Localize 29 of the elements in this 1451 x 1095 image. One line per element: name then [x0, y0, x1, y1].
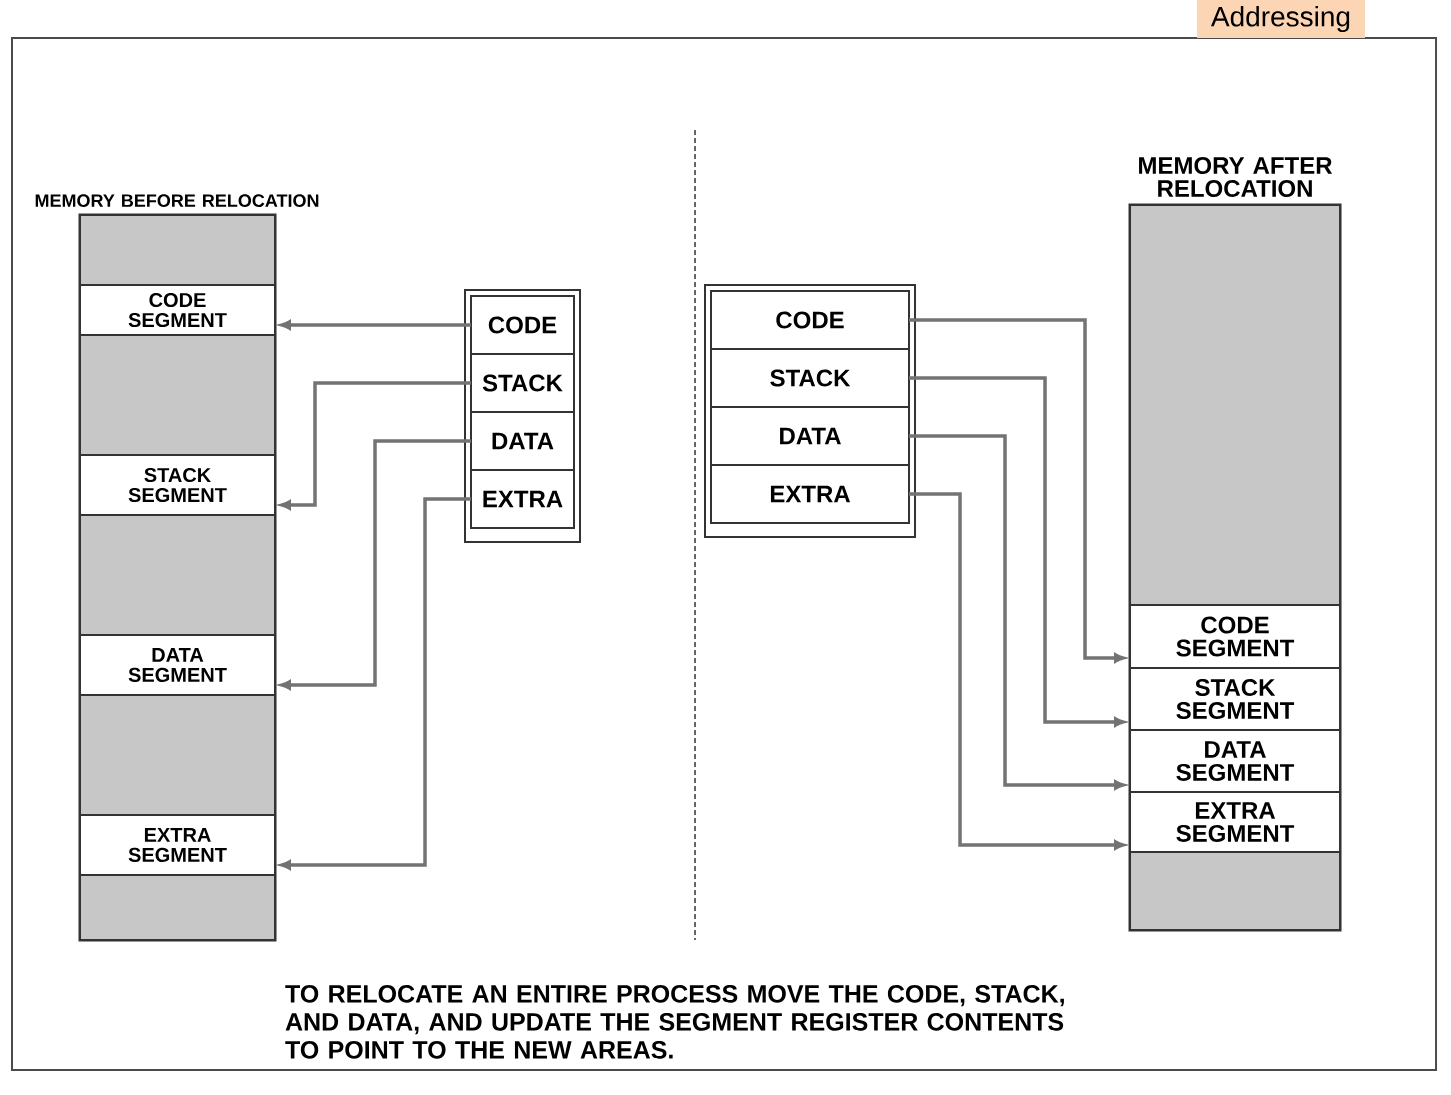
register-row: DATA [470, 411, 575, 471]
caption: TO RELOCATE AN ENTIRE PROCESS MOVE THE CODE, STACK, AND DATA, AND UPDATE THE SEGMENT REGISTER CONTENTS TO POINT TO THE NEW AREAS. [285, 985, 1064, 1059]
hatched-area [1129, 204, 1341, 606]
register-box [464, 289, 581, 543]
segment-box: DATA SEGMENT [79, 634, 276, 696]
segment-box: CODE SEGMENT [79, 284, 276, 336]
hatched-area [79, 334, 276, 456]
segment-box: EXTRA SEGMENT [1129, 791, 1341, 853]
hatched-area [79, 874, 276, 941]
hatched-area [79, 694, 276, 816]
register-row: CODE [470, 295, 575, 355]
segment-box: STACK SEGMENT [1129, 667, 1341, 731]
hatched-area [1129, 851, 1341, 931]
register-row: CODE [710, 290, 910, 350]
segment-box: CODE SEGMENT [1129, 604, 1341, 669]
register-row: STACK [710, 348, 910, 408]
segment-box: DATA SEGMENT [1129, 729, 1341, 793]
tag-label: Addressing [1196, 0, 1365, 39]
register-row: EXTRA [710, 464, 910, 524]
hatched-area [79, 214, 276, 286]
column-heading: MEMORY BEFORE RELOCATION [35, 194, 319, 207]
hatched-area [79, 514, 276, 636]
register-box [704, 284, 916, 538]
segment-box: STACK SEGMENT [79, 454, 276, 516]
register-row: DATA [710, 406, 910, 466]
register-row: STACK [470, 353, 575, 413]
segment-box: EXTRA SEGMENT [79, 814, 276, 876]
column-heading: MEMORY AFTER RELOCATION [1139, 157, 1333, 197]
register-row: EXTRA [470, 469, 575, 529]
